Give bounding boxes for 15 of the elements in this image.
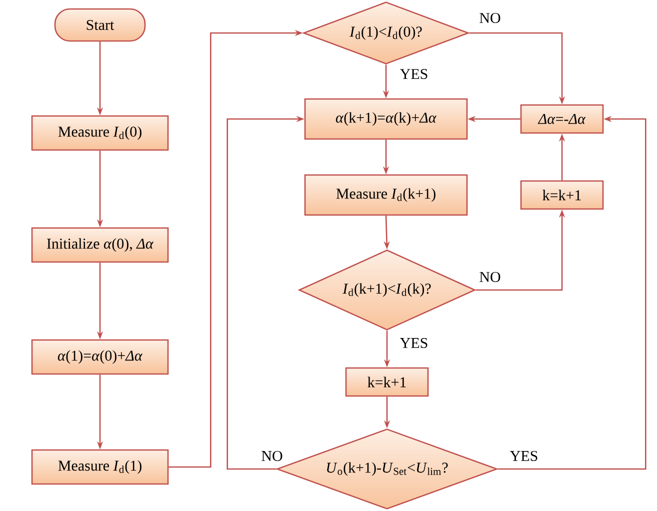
edge-label: NO <box>478 12 502 24</box>
process-box: k=k+1 <box>520 180 604 210</box>
process-box: α(1)=α(0)+Δα <box>31 339 169 375</box>
start-terminal: Start <box>54 8 146 42</box>
edge-label: YES <box>398 68 430 80</box>
process-box: Δα=-Δα <box>520 104 604 134</box>
process-box: Measure I$_{d}$(k+1) <box>304 174 468 216</box>
edge-label: NO <box>478 270 502 284</box>
process-box: Measure I$_{d}$(1) <box>31 449 169 485</box>
edge-label: YES <box>508 450 540 462</box>
process-box: Initialize α(0), Δα <box>31 227 169 263</box>
process-box: Measure I$_{d}$(0) <box>31 115 169 151</box>
process-box: k=k+1 <box>345 367 429 397</box>
edge-label: YES <box>398 336 430 350</box>
process-box: α(k+1)=α(k)+Δα <box>304 98 468 140</box>
